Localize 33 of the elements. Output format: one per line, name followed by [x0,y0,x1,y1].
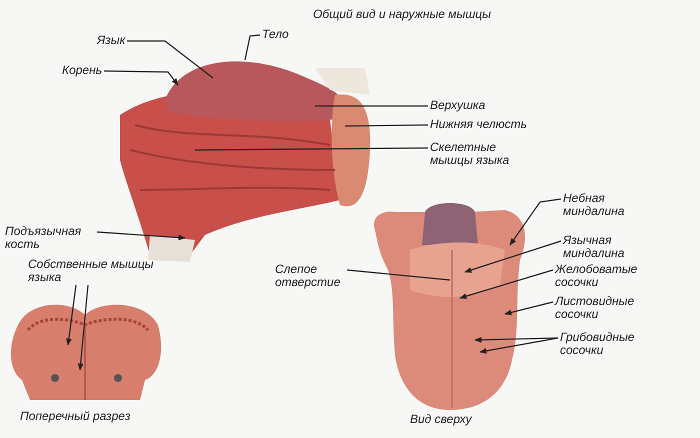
leader-line [127,40,214,78]
part-label: Собственные мышцы языка [28,258,163,284]
view-caption: Поперечный разрез [20,410,130,423]
leader-line [474,336,558,343]
leader-line [345,124,428,127]
part-label: Листовидные сосочки [555,295,645,321]
part-label: Нижняя челюсть [430,118,527,131]
part-label: Язычная миндалина [563,234,643,260]
leader-line [504,301,554,316]
leader-line [195,147,428,151]
part-label: Желобоватые сосочки [555,263,655,289]
leader-line [479,337,558,354]
leader-line [104,70,178,86]
leader-line [315,105,428,107]
part-label: Скелетные мышцы языка [430,141,520,167]
leader-line [78,284,89,371]
leader-line [510,198,562,246]
part-label: Тело [262,28,289,41]
part-label: Небная миндалина [563,192,643,218]
leader-line [459,269,554,299]
leader-line [346,269,450,281]
part-label: Слепое отверстие [275,263,345,289]
part-label: Грибовидные сосочки [560,331,650,357]
part-label: Верхушка [430,99,486,112]
view-caption: Общий вид и наружные мышцы [313,8,491,21]
leader-line [464,240,562,273]
leader-line [66,284,77,346]
part-label: Язык [97,34,126,47]
leader-line [244,34,260,60]
part-label: Подъязычная кость [5,225,95,251]
part-label: Корень [62,64,102,77]
leader-line [96,231,186,240]
view-caption: Вид сверху [410,413,472,426]
